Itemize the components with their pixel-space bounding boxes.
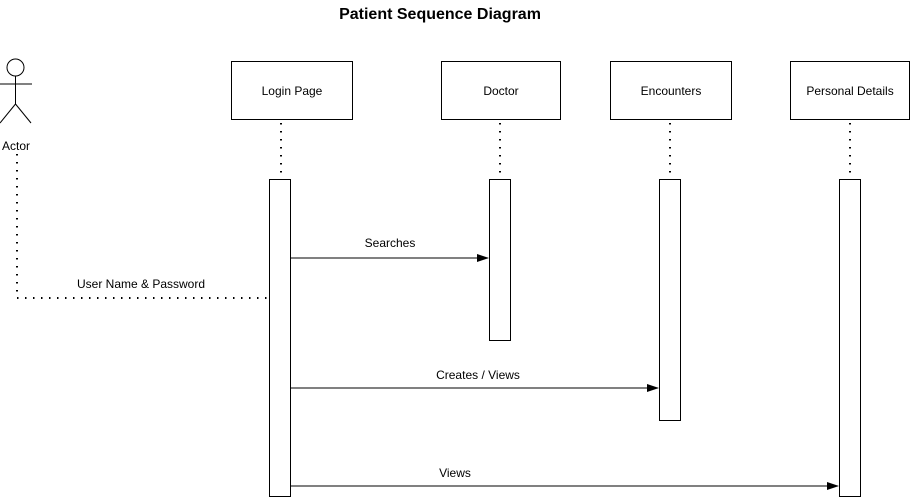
lifeline-box-login-page-label: Login Page bbox=[261, 83, 323, 98]
activation-bar-doctor bbox=[489, 179, 511, 341]
lifeline-box-doctor: Doctor bbox=[441, 61, 561, 120]
message-label-views: Views bbox=[439, 466, 471, 480]
lifeline-box-encounters: Encounters bbox=[610, 61, 732, 120]
message-label-searches: Searches bbox=[364, 236, 416, 250]
activation-bar-personal-details bbox=[839, 179, 861, 497]
activation-bar-encounters bbox=[659, 179, 681, 421]
lifeline-box-personal-details-label: Personal Details bbox=[806, 83, 894, 98]
message-label-creates-views: Creates / Views bbox=[436, 368, 520, 382]
actor-right-leg-line bbox=[15, 103, 32, 124]
lifeline-box-encounters-label: Encounters bbox=[640, 83, 702, 98]
lifeline-box-login-page: Login Page bbox=[231, 61, 353, 120]
actor-label: Actor bbox=[1, 139, 31, 153]
actor-left-leg-line bbox=[0, 103, 16, 124]
lifeline-box-personal-details: Personal Details bbox=[790, 61, 910, 120]
lifeline-box-doctor-label: Doctor bbox=[483, 83, 519, 98]
diagram-title: Patient Sequence Diagram bbox=[339, 6, 541, 23]
message-label-username-password: User Name & Password bbox=[76, 277, 206, 291]
actor-head-icon bbox=[6, 58, 25, 77]
actor-icon bbox=[0, 58, 32, 124]
activation-bar-login-page bbox=[269, 179, 291, 497]
